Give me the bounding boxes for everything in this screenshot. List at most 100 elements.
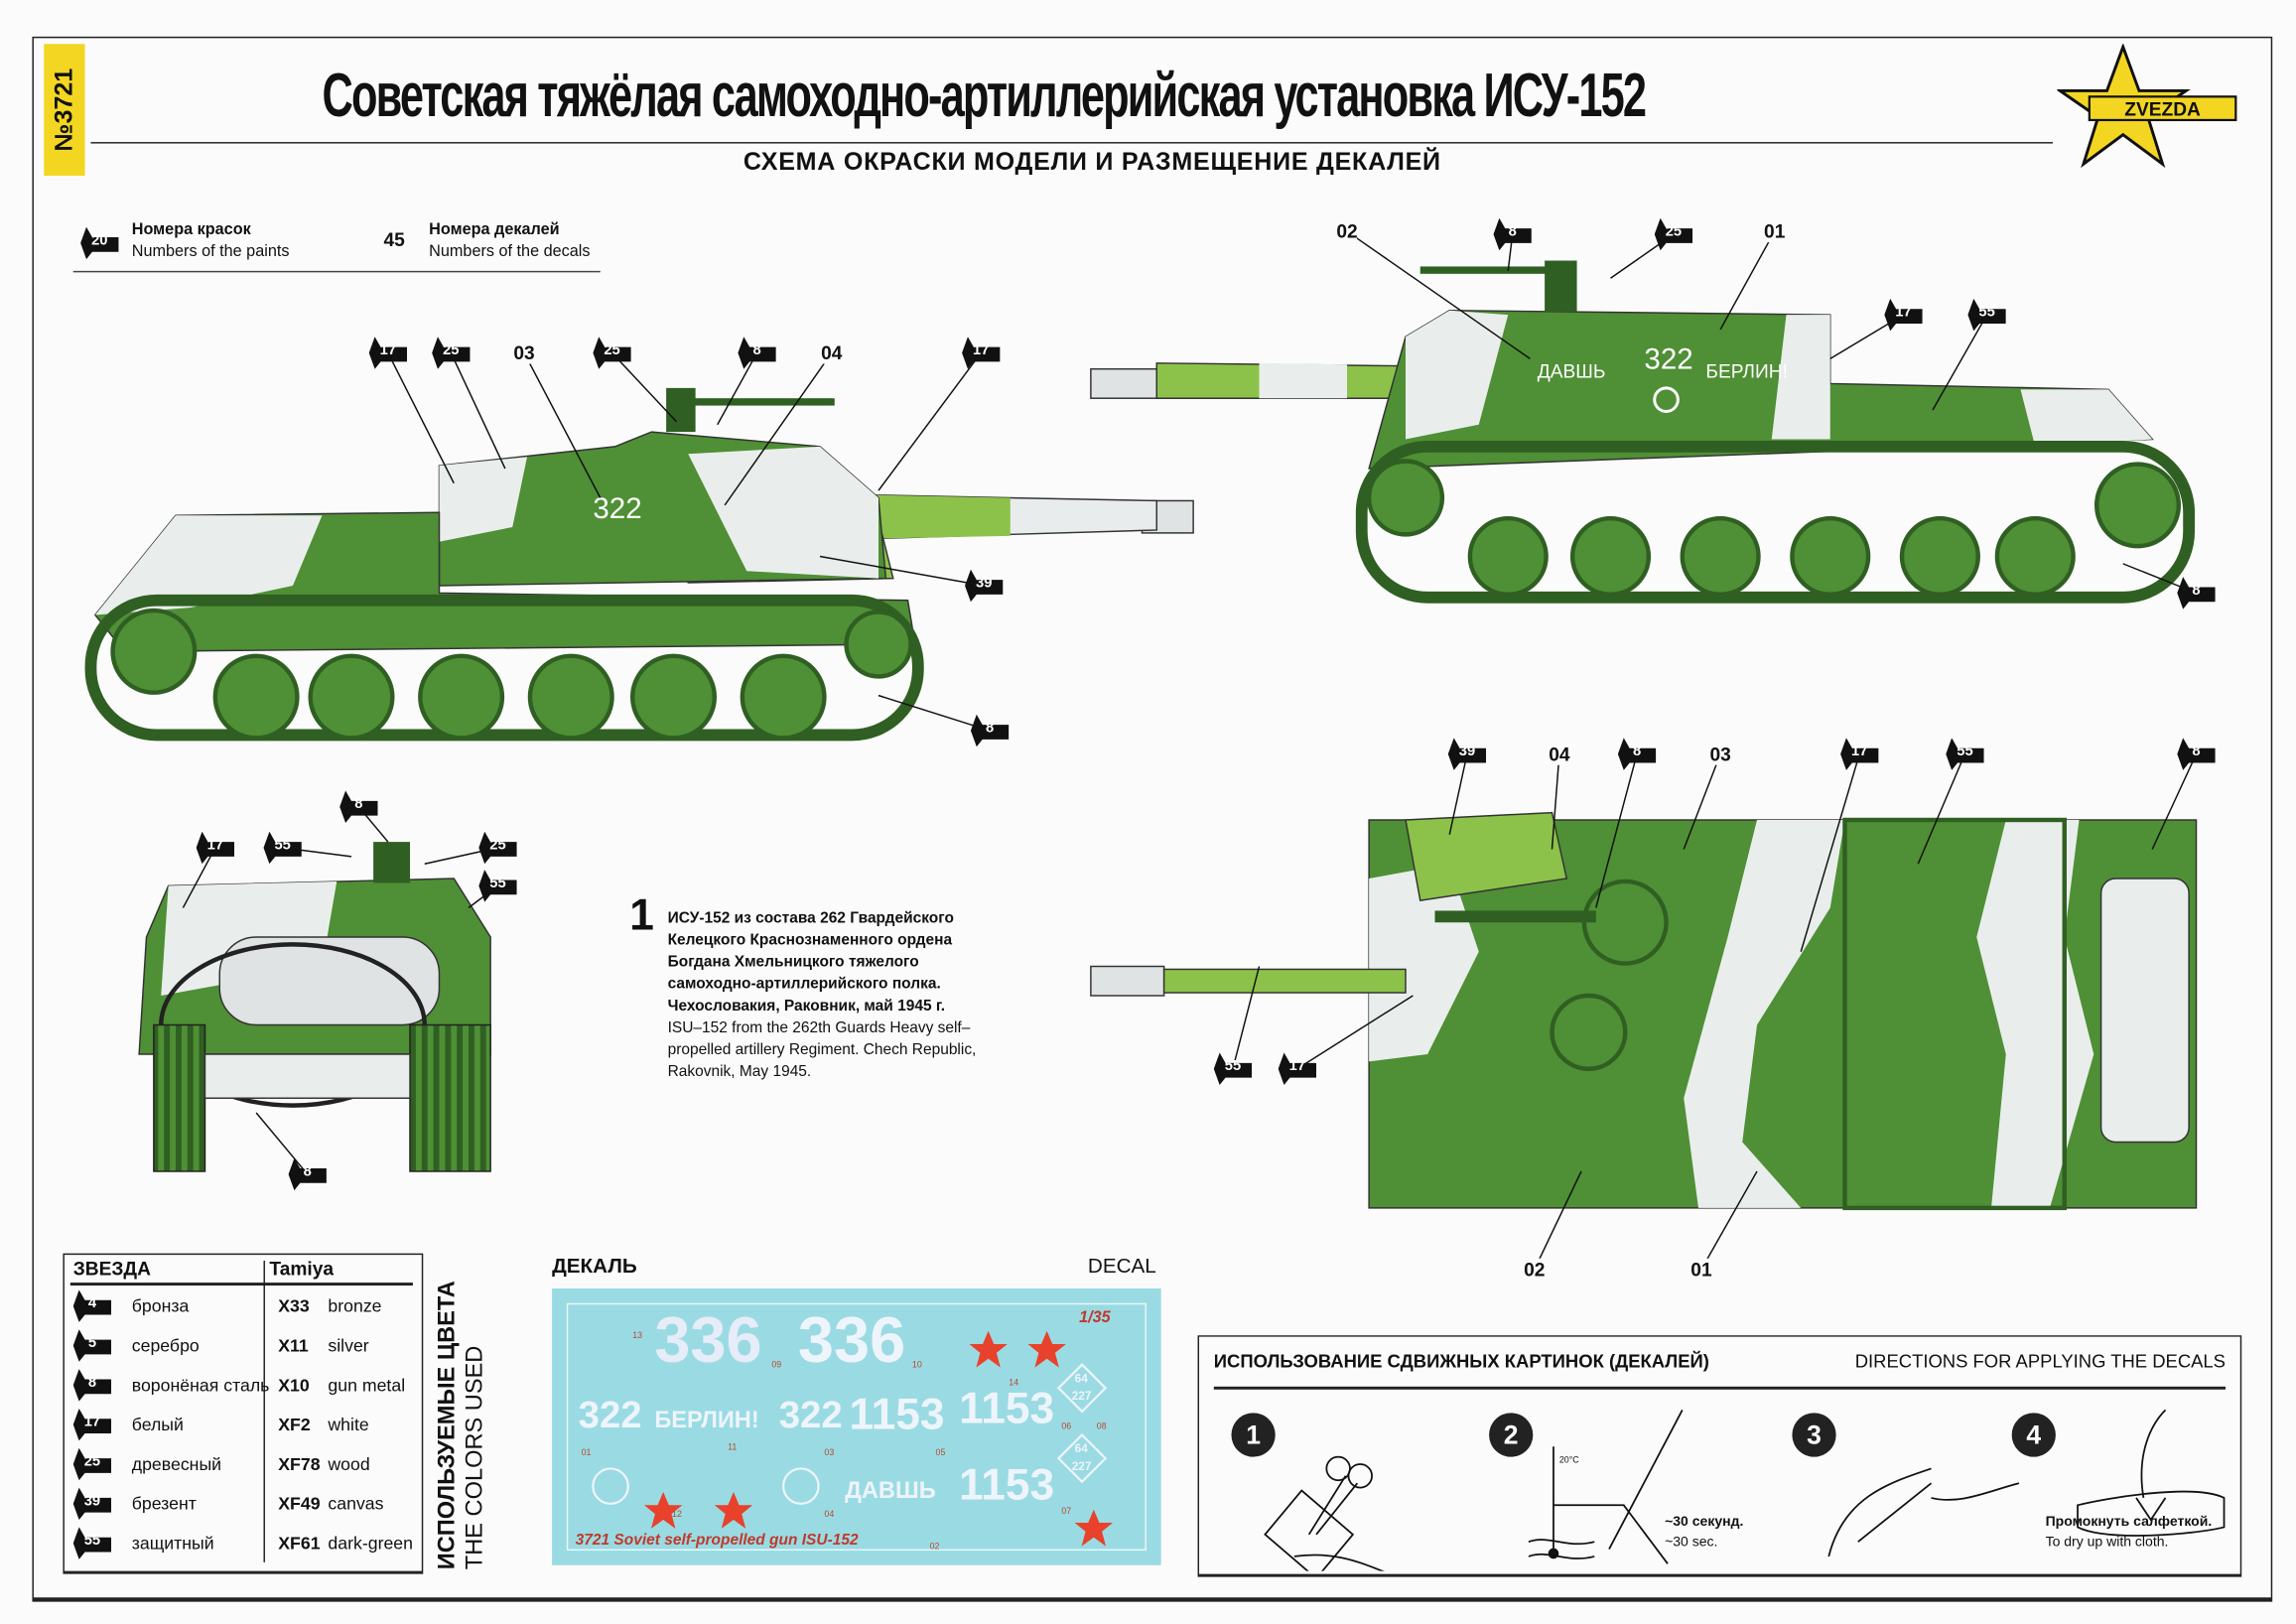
- legend-divider: [72, 270, 601, 273]
- leader-line: [1595, 753, 1638, 908]
- side-view-left: 322: [84, 387, 1194, 742]
- step2-en: ~30 sec.: [1665, 1534, 1718, 1552]
- side-view-right: ДАВШЬ 322 БЕРЛИН!: [1090, 260, 2196, 604]
- paint-callout-star-icon: 55: [1967, 298, 2006, 332]
- paint-star-icon: 55: [72, 1527, 112, 1559]
- leader-line: [1917, 753, 1966, 865]
- decal-index: 13: [632, 1332, 643, 1342]
- decal-tac-2: 227: [1071, 1389, 1092, 1404]
- decal-1153-b: 1153: [959, 1385, 1055, 1434]
- leader-line: [1232, 966, 1261, 1069]
- decal-scale: 1/35: [1079, 1308, 1111, 1327]
- decal-tac-1: 64: [1074, 1372, 1088, 1386]
- decal-322-b: 322: [778, 1392, 843, 1436]
- leader-line: [1683, 753, 1721, 850]
- leader-line: [1800, 753, 1860, 952]
- decal-tac-4: 227: [1071, 1459, 1092, 1473]
- paint-callout-star-icon: 17: [368, 337, 408, 369]
- directions-title-ru: ИСПОЛЬЗОВАНИЕ СДВИЖНЫХ КАРТИНОК (ДЕКАЛЕЙ…: [1213, 1351, 1709, 1373]
- paint-callout-star-icon: 8: [288, 1157, 327, 1191]
- leader-line: [1551, 753, 1560, 850]
- decal-davish: ДАВШЬ: [845, 1478, 936, 1504]
- decal-index: 06: [1061, 1422, 1072, 1432]
- leader-line: [182, 847, 216, 908]
- paint-number-star-icon: 20: [80, 226, 119, 260]
- paint-callout-star-icon: 55: [1946, 738, 1984, 770]
- decal-callout: 02: [1336, 219, 1358, 243]
- colors-used-label: ИСПОЛЬЗУЕМЫЕ ЦВЕТА THE COLORS USED: [435, 1281, 488, 1570]
- leader-line: [2151, 753, 2198, 850]
- decal-label-en: DECAL: [1087, 1253, 1156, 1278]
- slogan-berlin: БЕРЛИН!: [1705, 362, 1788, 383]
- leader-line: [387, 352, 455, 484]
- leader-line: [1700, 1170, 1758, 1271]
- decal-index: 07: [1061, 1508, 1072, 1518]
- slogan-davish: ДАВШЬ: [1538, 362, 1606, 383]
- paint-star-icon: 17: [72, 1408, 112, 1441]
- decal-callout: 04: [821, 341, 843, 364]
- top-view: [1090, 811, 2198, 1211]
- decal-stars: [592, 1330, 1113, 1547]
- leader-line: [1448, 753, 1468, 835]
- description-en: ISU–152 from the 262th Guards Heavy self…: [667, 1018, 977, 1081]
- step-4-badge: 4: [2011, 1413, 2056, 1457]
- kit-number-tab: №3721: [44, 44, 85, 176]
- decal-336-a: 336: [654, 1304, 762, 1377]
- paint-callout-star-icon: 17: [1278, 1052, 1317, 1085]
- decal-index: 01: [581, 1449, 592, 1459]
- paint-star-icon: 4: [72, 1289, 112, 1322]
- paint-callout-star-icon: 8: [970, 714, 1010, 747]
- paint-callout-star-icon: 8: [2177, 577, 2216, 609]
- decal-1153-a: 1153: [849, 1391, 945, 1439]
- decal-callout: 02: [1524, 1258, 1546, 1281]
- leader-line: [878, 352, 982, 491]
- leader-line: [819, 555, 985, 587]
- decal-callout: 01: [1764, 219, 1786, 243]
- paint-callout-star-icon: 17: [196, 831, 234, 865]
- step-illustrations: [1264, 1409, 2226, 1571]
- scissors-icon: [1264, 1455, 1386, 1571]
- scheme-number: 1: [629, 891, 654, 940]
- decal-index: 05: [935, 1449, 946, 1459]
- description-ru: ИСУ-152 из состава 262 Гвардейского Келе…: [667, 908, 954, 1015]
- zvezda-logo: ZVEZDA: [2055, 42, 2239, 173]
- paint-callout-star-icon: 8: [2177, 738, 2216, 770]
- step-2-badge: 2: [1489, 1413, 1534, 1457]
- leader-line: [1346, 230, 1531, 359]
- paint-callout-star-icon: 8: [339, 790, 378, 823]
- paint-star-icon: 39: [72, 1487, 112, 1521]
- decal-index: 09: [771, 1361, 782, 1371]
- decal-322-a: 322: [578, 1392, 642, 1436]
- paint-callout-star-icon: 55: [478, 870, 517, 902]
- paint-callout-star-icon: 17: [962, 337, 1001, 369]
- paint-star-icon: 5: [72, 1329, 112, 1362]
- paint-callout-star-icon: 39: [1447, 738, 1487, 770]
- decal-index: 10: [911, 1361, 922, 1371]
- paint-callout-star-icon: 17: [1884, 298, 1923, 332]
- callout-leader-lines: [182, 230, 2198, 1271]
- decal-directions: ИСПОЛЬЗОВАНИЕ СДВИЖНЫХ КАРТИНОК (ДЕКАЛЕЙ…: [1197, 1335, 2242, 1577]
- page-subtitle: СХЕМА ОКРАСКИ МОДЕЛИ И РАЗМЕЩЕНИЕ ДЕКАЛЕ…: [743, 147, 1441, 176]
- leader-line: [450, 352, 506, 470]
- paint-callout-star-icon: 25: [593, 337, 631, 369]
- leader-line: [523, 352, 602, 498]
- decal-336-b: 336: [797, 1304, 906, 1377]
- scheme-description: 1 ИСУ-152 из состава 262 Гвардейского Ке…: [629, 891, 1011, 1084]
- paint-callout-star-icon: 17: [1840, 738, 1879, 770]
- header-zvezda: ЗВЕЗДА: [72, 1258, 151, 1281]
- leader-line: [255, 1112, 309, 1175]
- tweezers-icon: [1827, 1467, 2020, 1557]
- paint-callout-star-icon: 25: [432, 337, 471, 369]
- leader-line: [878, 694, 991, 732]
